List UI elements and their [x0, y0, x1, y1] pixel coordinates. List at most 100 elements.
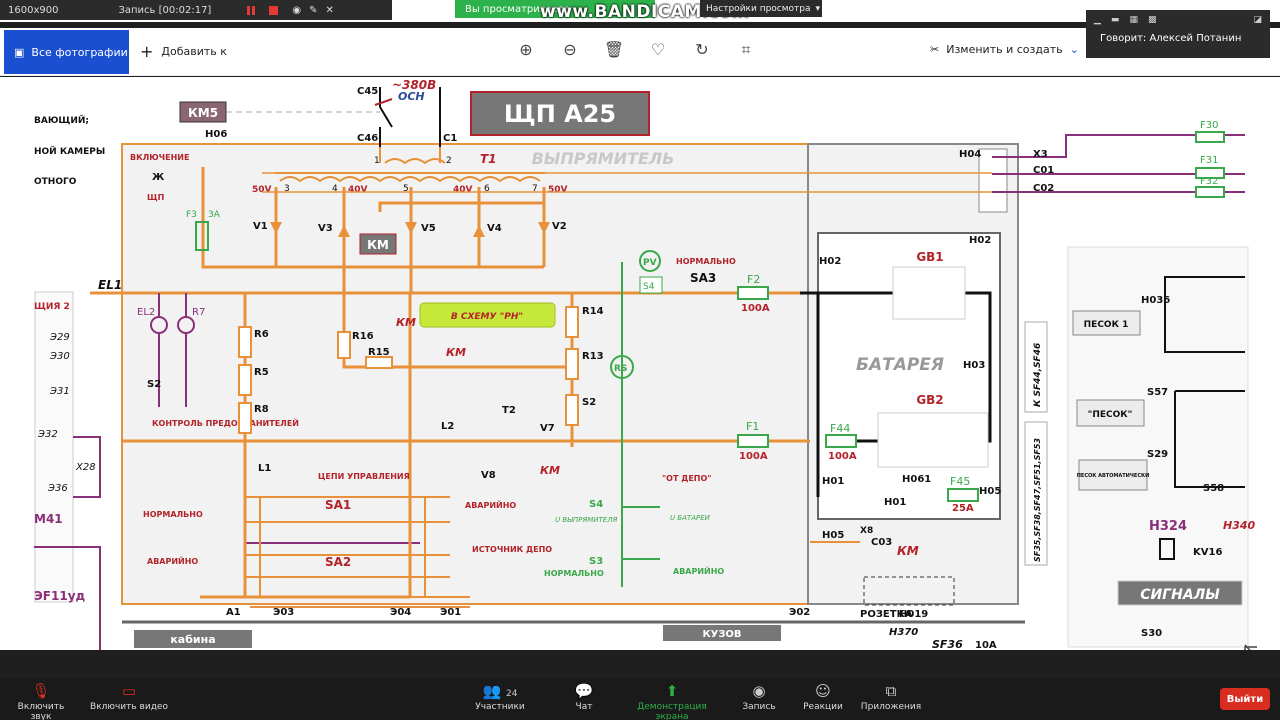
record-button[interactable]: ◉ Запись: [740, 682, 778, 712]
pin-6: 6: [484, 184, 490, 194]
crop-icon[interactable]: ⌗: [741, 40, 751, 59]
e03-right-label: Э02: [789, 607, 810, 618]
voltage-50v-left: 50V: [252, 185, 272, 195]
add-to-button[interactable]: + Добавить к: [140, 42, 227, 61]
body-tab: [663, 625, 781, 641]
c45-label: С45: [357, 86, 378, 97]
view-settings-label: Настройки просмотра: [706, 3, 811, 14]
t1-label: Т1: [480, 152, 497, 166]
v2-label: V2: [552, 221, 567, 232]
r6-label: R5: [254, 367, 269, 378]
normal-label-left: НОРМАЛЬНО: [143, 510, 203, 519]
h02-left-label: Н02: [819, 256, 841, 267]
sand-label: "ПЕСОК": [1088, 410, 1133, 420]
s30-label: S29: [1147, 449, 1168, 460]
zoom-in-icon[interactable]: ⊕: [519, 40, 533, 59]
speaker-panel[interactable]: ▁ ▬ ▦ ▩ ◪ Говорит: Алексей Потанин: [1086, 10, 1270, 58]
f44-rating: 100А: [828, 451, 857, 462]
pin-2: 2: [446, 156, 452, 166]
km-lower-label: КМ: [897, 544, 919, 558]
left-wires: [34, 436, 101, 650]
top-strip: 1600x900 Запись [00:02:17] ◉ ✎ ✕ Вы прос…: [0, 0, 1280, 22]
pen-icon[interactable]: ✎: [309, 4, 318, 16]
depot-source-label: ИСТОЧНИК ДЕПО: [472, 545, 552, 554]
h03-label: Н03: [963, 360, 985, 371]
left-label-8: Э36: [47, 483, 68, 494]
grid-view-icon[interactable]: ▩: [1147, 15, 1157, 25]
trash-icon[interactable]: 🗑: [603, 40, 625, 59]
supply-label: ~380В: [392, 78, 436, 92]
enable-label: ВКЛЮЧЕНИЕ: [130, 153, 189, 162]
video-button[interactable]: ▭ Включить видео: [89, 682, 169, 712]
h02-right-label: Н02: [969, 235, 991, 246]
el2-label: R7: [192, 307, 205, 318]
h01-label: Н01: [822, 476, 844, 487]
strip-view-icon[interactable]: ▦: [1129, 15, 1138, 25]
add-to-label: Добавить к: [161, 45, 227, 58]
all-photos-button[interactable]: ▣ Все фотографии: [4, 30, 129, 74]
chat-button[interactable]: 💬 Чат: [568, 682, 600, 712]
f45-rating: 25А: [952, 503, 974, 514]
close-icon[interactable]: ✕: [325, 4, 334, 16]
transformer-primary: [379, 147, 446, 165]
e03-label: А1: [226, 607, 241, 618]
schematic-svg: ЩП А25 ВЫПРЯМИТЕЛЬ БАТАРЕЯ ~380В ОСН КМ5…: [34, 78, 1258, 650]
h370-label: Н019: [899, 609, 928, 620]
f3-fuse: [195, 221, 209, 251]
voltage-40v-right: 40V: [453, 185, 473, 195]
battery-label: БАТАРЕЯ: [856, 355, 944, 375]
leave-button[interactable]: Выйти: [1220, 688, 1270, 710]
e02-label: Э01: [440, 607, 461, 618]
chat-label: Чат: [575, 702, 593, 712]
pause-icon[interactable]: [247, 5, 256, 15]
chat-icon: 💬: [574, 682, 594, 700]
c1-label: С1: [443, 133, 457, 144]
apps-button[interactable]: ⧉ Приложения: [860, 682, 922, 712]
km5-label: КМ5: [188, 106, 218, 120]
camera-icon[interactable]: ◉: [292, 4, 302, 16]
heart-icon[interactable]: ♡: [650, 40, 666, 59]
c03-label: С02: [1033, 183, 1054, 194]
exit-mini-icon[interactable]: ◪: [1253, 15, 1262, 25]
apps-label: Приложения: [860, 702, 922, 712]
f44-label: F44: [830, 422, 850, 435]
edit-create-button[interactable]: ✂ Изменить и создать ⌄: [930, 43, 1079, 56]
sa2-label: SA2: [325, 555, 351, 569]
left-label-2: ОТНОГО: [34, 177, 77, 187]
share-screen-button[interactable]: ⬆ Демонстрация экрана: [620, 682, 724, 720]
zoom-out-icon[interactable]: ⊖: [563, 40, 577, 59]
rotate-icon[interactable]: ↻: [695, 40, 709, 59]
f3-rating: 3А: [208, 210, 221, 220]
sand-auto-label: ПЕСОК АВТОМАТИЧЕСКИ: [1077, 473, 1150, 479]
l1-label: L1: [258, 463, 271, 474]
from-depot-label: "ОТ ДЕПО": [662, 474, 711, 483]
mute-button[interactable]: 🎙 Включить звук: [6, 682, 76, 720]
participants-button[interactable]: 👥 24 Участники: [474, 682, 526, 712]
stop-icon[interactable]: [269, 5, 279, 15]
gb1-cell: [892, 266, 966, 320]
10a-label: SF36: [932, 638, 963, 650]
left-label-1: НОЙ КАМЕРЫ: [34, 145, 105, 157]
c46-label: С46: [357, 133, 378, 144]
left-label-5: Э30: [49, 351, 70, 362]
view-settings-button[interactable]: Настройки просмотра ▾: [700, 0, 822, 17]
sf-tag-bottom-label: SF35,SF38,SF47,SF51,SF53: [1033, 438, 1042, 562]
emergency-label-green: АВАРИЙНО: [673, 565, 724, 576]
single-view-icon[interactable]: ▬: [1110, 15, 1120, 25]
sa3-label: SA3: [690, 271, 716, 285]
participants-label: Участники: [475, 702, 525, 712]
s4-label: S4: [589, 499, 603, 510]
control-circuits-label: ЦЕПИ УПРАВЛЕНИЯ: [318, 472, 410, 481]
rectifier-panel: [121, 143, 811, 605]
recorder-resolution: 1600x900: [8, 4, 59, 16]
f1-fuse: [737, 434, 769, 448]
minimize-icon[interactable]: ▁: [1094, 15, 1101, 25]
expand-icon[interactable]: [1244, 644, 1258, 650]
r7-label: R6: [254, 329, 269, 340]
bandicam-watermark: www.BANDICAM.com: [540, 2, 750, 22]
circuit-diagram: ЩП А25 ВЫПРЯМИТЕЛЬ БАТАРЕЯ ~380В ОСН КМ5…: [0, 77, 1280, 650]
body-label: КУЗОВ: [702, 629, 741, 640]
reactions-button[interactable]: ☺ Реакции: [803, 682, 843, 712]
v3-label: V3: [318, 223, 333, 234]
pin-1: 1: [374, 156, 380, 166]
